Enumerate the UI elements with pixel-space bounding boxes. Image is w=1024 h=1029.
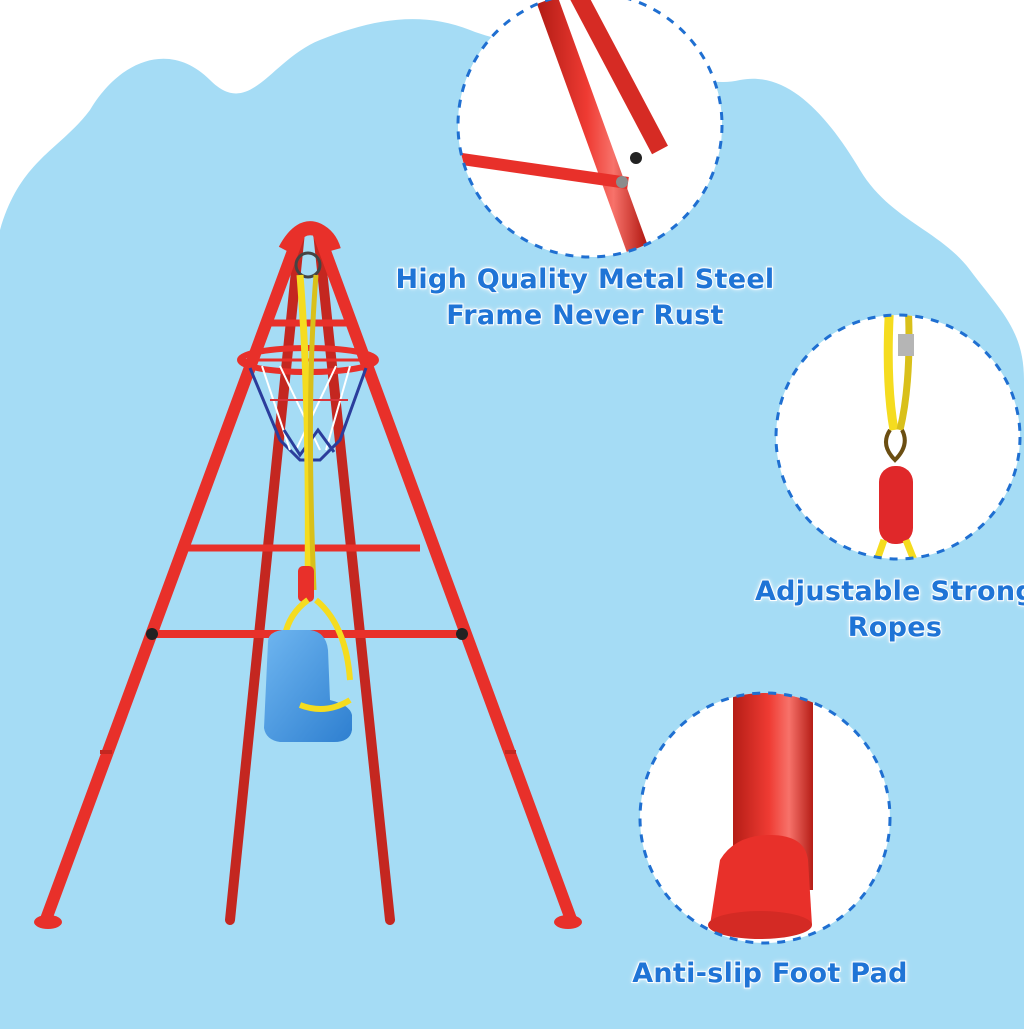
feature-label-footpad: Anti-slip Foot Pad — [600, 956, 940, 992]
feature-label-frame: High Quality Metal Steel Frame Never Rus… — [380, 262, 790, 334]
rope-handle-closeup — [774, 313, 1022, 561]
feature-label-ropes: Adjustable Strong Ropes — [740, 574, 1024, 646]
feature-label-frame-line1: High Quality Metal Steel — [394, 263, 775, 296]
feature-label-frame-line2: Frame Never Rust — [445, 299, 724, 332]
feature-label-ropes-line1: Adjustable Strong — [754, 575, 1024, 608]
frame-joint-closeup — [456, 0, 724, 259]
feature-label-ropes-line2: Ropes — [847, 611, 943, 644]
toddler-swing-seat — [264, 251, 353, 742]
foot-pad-closeup — [638, 691, 892, 945]
feature-label-footpad-line1: Anti-slip Foot Pad — [631, 957, 908, 990]
